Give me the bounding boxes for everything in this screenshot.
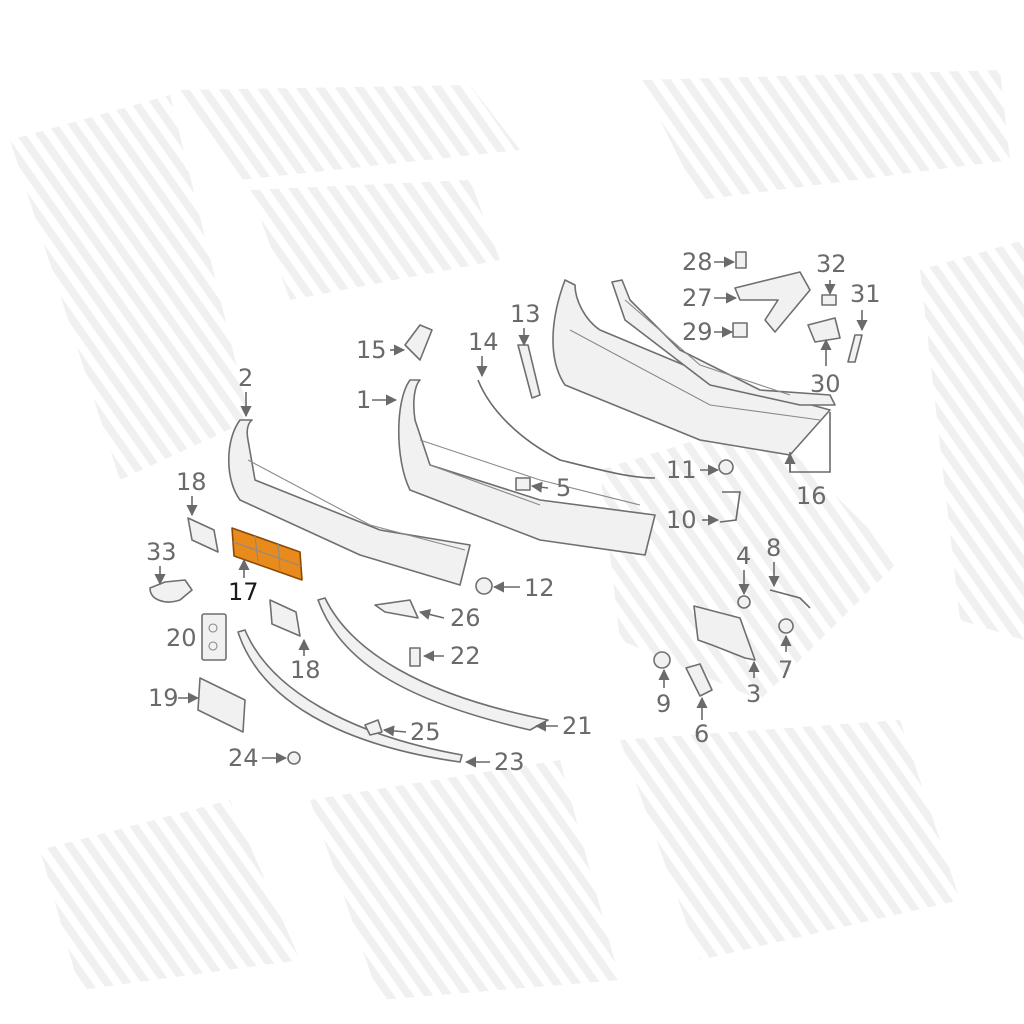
part-31-strip <box>847 334 863 363</box>
part-33-tow-hook <box>149 579 193 603</box>
callout-7: 7 <box>778 656 793 684</box>
callout-21: 21 <box>562 712 593 740</box>
part-7-washer <box>778 618 794 634</box>
part-20-clips <box>201 613 227 661</box>
part-27-brace <box>734 271 811 333</box>
part-2-front-bumper <box>227 419 471 586</box>
part-30-upper-grille-panel <box>611 279 836 406</box>
callout-8: 8 <box>766 534 781 562</box>
callout-arrows <box>154 256 868 768</box>
part-14-trim-strip <box>477 379 656 479</box>
callout-10: 10 <box>666 506 697 534</box>
callout-18-upper: 18 <box>176 468 207 496</box>
callout-27: 27 <box>682 284 713 312</box>
callout-32: 32 <box>816 250 847 278</box>
callout-16: 16 <box>796 482 827 510</box>
part-11-bolt <box>718 459 734 475</box>
part-21-lower-valance <box>317 597 549 731</box>
callout-31: 31 <box>850 280 881 308</box>
callout-24: 24 <box>228 744 259 772</box>
callout-28: 28 <box>682 248 713 276</box>
part-28-pin <box>735 251 747 269</box>
callout-29: 29 <box>682 318 713 346</box>
callout-20: 20 <box>166 624 197 652</box>
callout-30: 30 <box>810 370 841 398</box>
callout-26: 26 <box>450 604 481 632</box>
part-13-bracket <box>517 344 541 399</box>
callout-19: 19 <box>148 684 179 712</box>
part-5-clip <box>515 477 531 491</box>
part-15-bracket <box>404 324 433 361</box>
callout-13: 13 <box>510 300 541 328</box>
callout-5: 5 <box>556 474 571 502</box>
part-19-license-bracket <box>197 677 246 733</box>
callout-labels: 28 32 27 31 29 13 30 15 14 2 1 11 16 18 … <box>146 248 881 776</box>
part-23-air-deflector <box>237 629 463 763</box>
part-29-bumper-stop <box>732 322 748 338</box>
part-18-lower-reflector <box>269 599 301 637</box>
part-25-clip <box>364 719 383 736</box>
callout-33: 33 <box>146 538 177 566</box>
part-12-nut <box>475 577 493 595</box>
callout-3: 3 <box>746 680 761 708</box>
part-26-bracket <box>374 599 419 619</box>
callout-12: 12 <box>524 574 555 602</box>
part-8-bracket <box>769 589 811 609</box>
callout-17-highlighted: 17 <box>228 578 259 606</box>
part-32-clip <box>821 294 837 306</box>
callout-6: 6 <box>694 720 709 748</box>
part-3-mount-bracket <box>693 605 756 661</box>
part-10-sensor-harness <box>719 491 741 523</box>
watermark <box>10 70 1024 1000</box>
part-18-upper-reflector <box>187 517 219 553</box>
callout-9: 9 <box>656 690 671 718</box>
part-6-bracket <box>685 663 713 697</box>
callout-11: 11 <box>666 456 697 484</box>
callout-22: 22 <box>450 642 481 670</box>
part-1-bumper-cover <box>398 379 656 556</box>
callout-25: 25 <box>410 718 441 746</box>
callout-14: 14 <box>468 328 499 356</box>
callout-4: 4 <box>736 542 751 570</box>
part-24-screw <box>287 751 301 765</box>
callout-2: 2 <box>238 364 253 392</box>
part-16-upper-cover <box>552 279 831 456</box>
part-30-bracket <box>807 317 841 343</box>
callout-1: 1 <box>356 386 371 414</box>
part-17-highlighted-reinforcement <box>231 527 303 581</box>
callout-23: 23 <box>494 748 525 776</box>
part-4-bolt <box>737 595 751 609</box>
callout-18-lower: 18 <box>290 656 321 684</box>
part-9-grommet <box>653 651 671 669</box>
callout-15: 15 <box>356 336 387 364</box>
part-22-bolt <box>409 647 421 667</box>
